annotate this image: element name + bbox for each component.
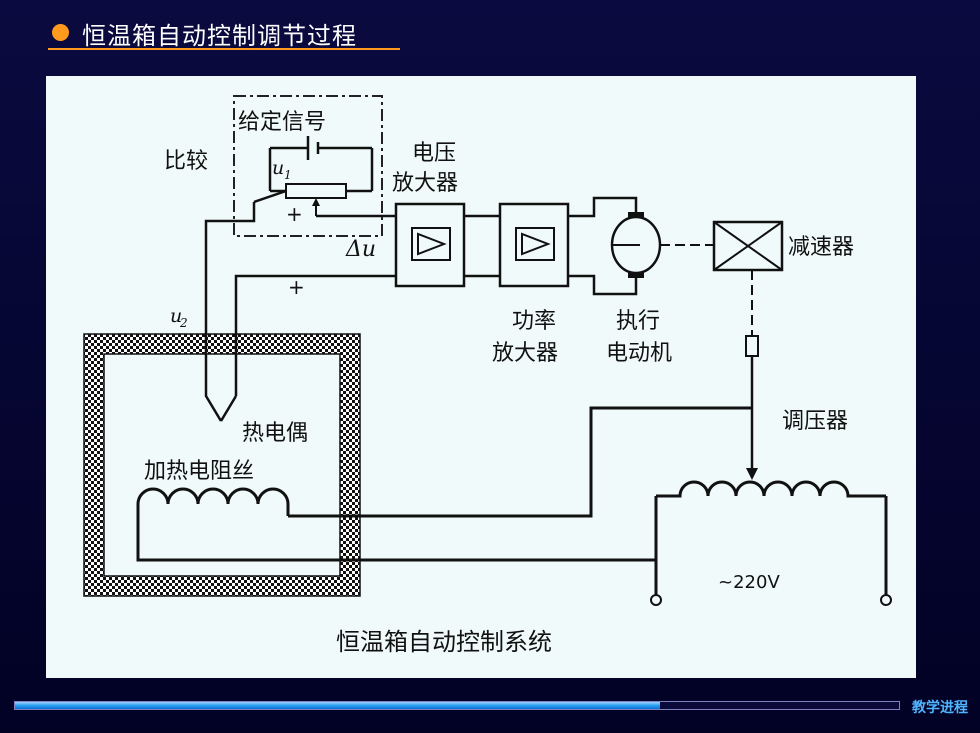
u1-subscript: 1 [284, 168, 292, 182]
terminal-right-icon [880, 594, 892, 606]
thermocouple-label: 热电偶 [242, 421, 308, 446]
motor-label-1: 执行 [616, 309, 660, 334]
power-amplifier-block [498, 202, 570, 288]
diagram-panel: 给定信号 比较 u 1 + + Δu u 2 电压 放大器 功率 放大器 执行 … [46, 76, 916, 678]
power-amplifier-label-1: 功率 [512, 309, 556, 334]
power-amplifier-label-2: 放大器 [492, 341, 558, 366]
amp-link-wires [464, 214, 500, 278]
u2-subscript: 2 [179, 316, 188, 330]
reducer-label: 减速器 [788, 235, 854, 260]
diagram-caption: 恒温箱自动控制系统 [336, 628, 552, 656]
error-signal-label: Δu [345, 237, 376, 262]
motor-wires [568, 196, 638, 296]
voltage-amplifier-label-2: 放大器 [392, 171, 458, 196]
autotransformer-label: 调压器 [782, 409, 848, 434]
reference-signal-label: 给定信号 [238, 110, 326, 135]
control-system-diagram: 给定信号 比较 u 1 + + Δu u 2 电压 放大器 功率 放大器 执行 … [83, 95, 892, 656]
heater-coil [136, 406, 752, 562]
u2-label: u [170, 305, 182, 327]
u1-label: u [272, 157, 284, 179]
bullet-icon [52, 24, 69, 41]
wiper-arrow-icon [746, 468, 758, 480]
heater-label: 加热电阻丝 [144, 459, 254, 484]
voltage-amplifier-label-1: 电压 [412, 141, 456, 166]
oven-chamber [83, 333, 361, 597]
compare-label: 比较 [164, 149, 208, 174]
mains-voltage-label: ~220V [718, 572, 780, 593]
lesson-progress-fill [15, 702, 661, 709]
voltage-amplifier-block [394, 202, 466, 288]
motor-icon [610, 212, 662, 278]
plus-sign-2: + [288, 275, 305, 299]
signal-wires [204, 189, 396, 422]
slide-title: 恒温箱自动控制调节过程 [82, 22, 357, 50]
motor-label-2: 电动机 [606, 341, 672, 366]
coupling-icon [745, 335, 759, 357]
battery-icon [268, 136, 374, 193]
slide-title-bar: 恒温箱自动控制调节过程 [48, 14, 400, 50]
lesson-progress-label[interactable]: 教学进程 [912, 700, 968, 716]
plus-sign-1: + [286, 202, 303, 226]
terminal-left-icon [650, 594, 662, 606]
reducer-icon [712, 220, 784, 272]
reference-signal-box [233, 95, 383, 237]
autotransformer-coil [654, 480, 888, 596]
lesson-progress-bar[interactable] [14, 701, 900, 710]
